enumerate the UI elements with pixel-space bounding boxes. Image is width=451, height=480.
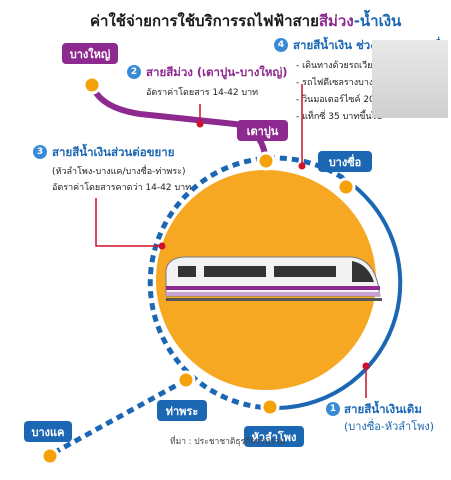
title-purple-word: สีม่วง bbox=[318, 12, 354, 30]
section-3-heading: สายสีน้ำเงินส่วนต่อขยาย bbox=[52, 145, 175, 159]
purple-line bbox=[89, 82, 269, 163]
station-dot-bang-yai[interactable] bbox=[82, 75, 102, 95]
photo-thumbnail bbox=[372, 40, 448, 118]
title-blue-word: น้ำเงิน bbox=[359, 12, 402, 30]
station-dot-bang-khae[interactable] bbox=[40, 446, 60, 466]
station-label-hua-lamphong[interactable]: หัวลำโพง bbox=[244, 426, 304, 447]
blue-line-extension bbox=[147, 155, 345, 411]
blue-line-bangkhae-branch bbox=[48, 377, 188, 458]
section-4-line-3: - วินมอเตอร์ไซค์ 20-25 บาท bbox=[296, 95, 410, 105]
station-label-bang-khae[interactable]: บางแค bbox=[24, 421, 72, 442]
station-dot-tha-phra[interactable] bbox=[176, 370, 196, 390]
station-label-tha-phra[interactable]: ท่าพระ bbox=[157, 400, 207, 421]
section-2-line-1: อัตราค่าโดยสาร 14-42 บาท bbox=[146, 88, 259, 98]
station-label-bang-yai[interactable]: บางใหญ่ bbox=[62, 43, 118, 64]
pointer-dot-4 bbox=[298, 162, 306, 170]
pointer-dot-3 bbox=[158, 242, 166, 250]
pointer-dot-2 bbox=[196, 120, 204, 128]
source-credit: ที่มา : ประชาชาติธุรกิจรวบรวม bbox=[170, 437, 285, 447]
blue-line-original bbox=[277, 176, 403, 410]
page-title: ค่าใช้จ่ายการใช้บริการรถไฟฟ้าสายสีม่วง-น… bbox=[90, 14, 401, 29]
station-label-bang-sue[interactable]: บางซื่อ bbox=[318, 151, 372, 172]
title-dash: - bbox=[353, 12, 360, 30]
station-dots bbox=[40, 75, 356, 466]
train-icon bbox=[165, 256, 382, 301]
section-4-line-4: - แท็กซี่ 35 บาทขึ้นไป bbox=[296, 112, 382, 122]
section-1-sub: (บางซื่อ-หัวลำโพง) bbox=[344, 420, 435, 433]
section-4-heading: สายสีน้ำเงิน ช่วงเตาปูน-บางซื่อ bbox=[293, 38, 448, 52]
section-3-line-2: อัตราค่าโดยสารคาดว่า 14-42 บาท bbox=[52, 183, 192, 193]
section-2-number: 2 bbox=[127, 65, 141, 79]
section-4-line-1: - เดินทางด้วยรถเวียน (Shutter bus) bbox=[296, 61, 441, 71]
section-1-number: 1 bbox=[326, 402, 340, 416]
section-4-number: 4 bbox=[274, 38, 288, 52]
pointer-dot-1 bbox=[362, 362, 370, 370]
section-4-line-2: - รถไฟดีเซลรางบางซ่อน-บางซื่อ bbox=[296, 78, 421, 88]
section-3-line-1: (หัวลำโพง-บางแค/บางซื่อ-ท่าพระ) bbox=[52, 167, 186, 177]
station-label-tao-poon[interactable]: เตาปูน bbox=[237, 120, 288, 141]
section-2-heading: สายสีม่วง (เตาปูน-บางใหญ่) bbox=[146, 65, 288, 79]
section-1-heading: สายสีน้ำเงินเดิม bbox=[344, 402, 422, 416]
title-prefix: ค่าใช้จ่ายการใช้บริการรถไฟฟ้าสาย bbox=[90, 12, 319, 30]
station-dot-bang-sue[interactable] bbox=[336, 177, 356, 197]
station-dot-hua-lamphong[interactable] bbox=[260, 397, 280, 417]
station-dot-tao-poon[interactable] bbox=[256, 151, 276, 171]
section-3-number: 3 bbox=[33, 145, 47, 159]
pointer-section-3 bbox=[95, 198, 162, 247]
